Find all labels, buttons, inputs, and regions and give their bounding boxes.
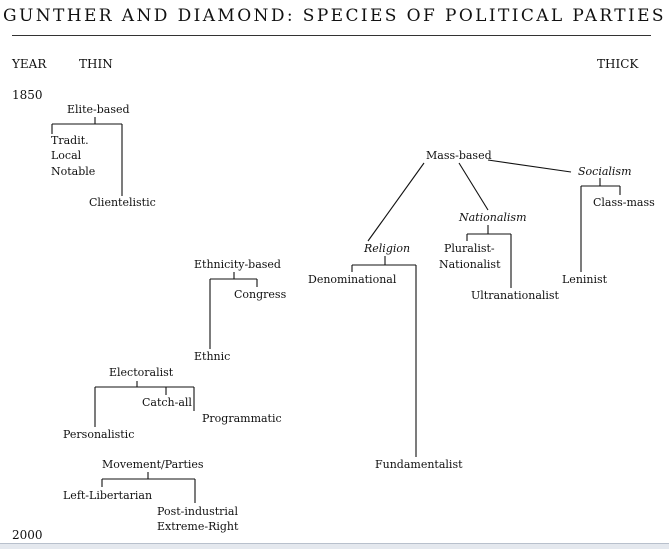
mass-to-religion (367, 162, 425, 242)
node-post-industrial-line2: Extreme-Right (157, 520, 239, 533)
node-programmatic: Programmatic (202, 412, 282, 425)
node-leninist: Leninist (562, 273, 608, 286)
node-pluralist-line1: Pluralist- (444, 242, 495, 255)
mass-to-nationalism (458, 162, 489, 211)
node-mass-based: Mass-based (426, 149, 492, 162)
node-pluralist-line2: Nationalist (439, 258, 501, 271)
year-end-label: 2000 (12, 528, 43, 542)
node-catch-all: Catch-all (142, 396, 192, 409)
node-socialism: Socialism (578, 165, 632, 178)
axis-thick-label: THICK (597, 57, 639, 71)
node-fundamentalist: Fundamentalist (375, 458, 463, 471)
node-clientelistic: Clientelistic (89, 196, 156, 209)
node-nationalism: Nationalism (459, 211, 527, 224)
axis-year-label: YEAR (12, 57, 47, 71)
node-electoralist: Electoralist (109, 366, 174, 379)
node-left-libertarian: Left-Libertarian (63, 489, 153, 502)
node-ethnicity-based: Ethnicity-based (194, 258, 281, 271)
node-ultranationalist: Ultranationalist (471, 289, 559, 302)
title-rule (12, 35, 651, 36)
axis-thin-label: THIN (79, 57, 113, 71)
mass-to-socialism (487, 159, 572, 173)
node-congress: Congress (234, 288, 287, 301)
node-notable: Notable (51, 165, 96, 178)
window-bottom-strip (0, 543, 669, 549)
node-movement-parties: Movement/Parties (102, 458, 204, 471)
year-start-label: 1850 (12, 88, 43, 102)
node-personalistic: Personalistic (63, 428, 135, 441)
node-post-industrial-line1: Post-industrial (157, 505, 239, 518)
node-ethnic: Ethnic (194, 350, 231, 363)
node-tradit: Tradit. (51, 134, 89, 147)
page-title: GUNTHER AND DIAMOND: SPECIES OF POLITICA… (3, 6, 666, 26)
node-religion: Religion (364, 242, 411, 255)
node-class-mass: Class-mass (593, 196, 655, 209)
node-local: Local (51, 149, 82, 162)
node-denominational: Denominational (308, 273, 397, 286)
node-elite-based: Elite-based (67, 103, 130, 116)
